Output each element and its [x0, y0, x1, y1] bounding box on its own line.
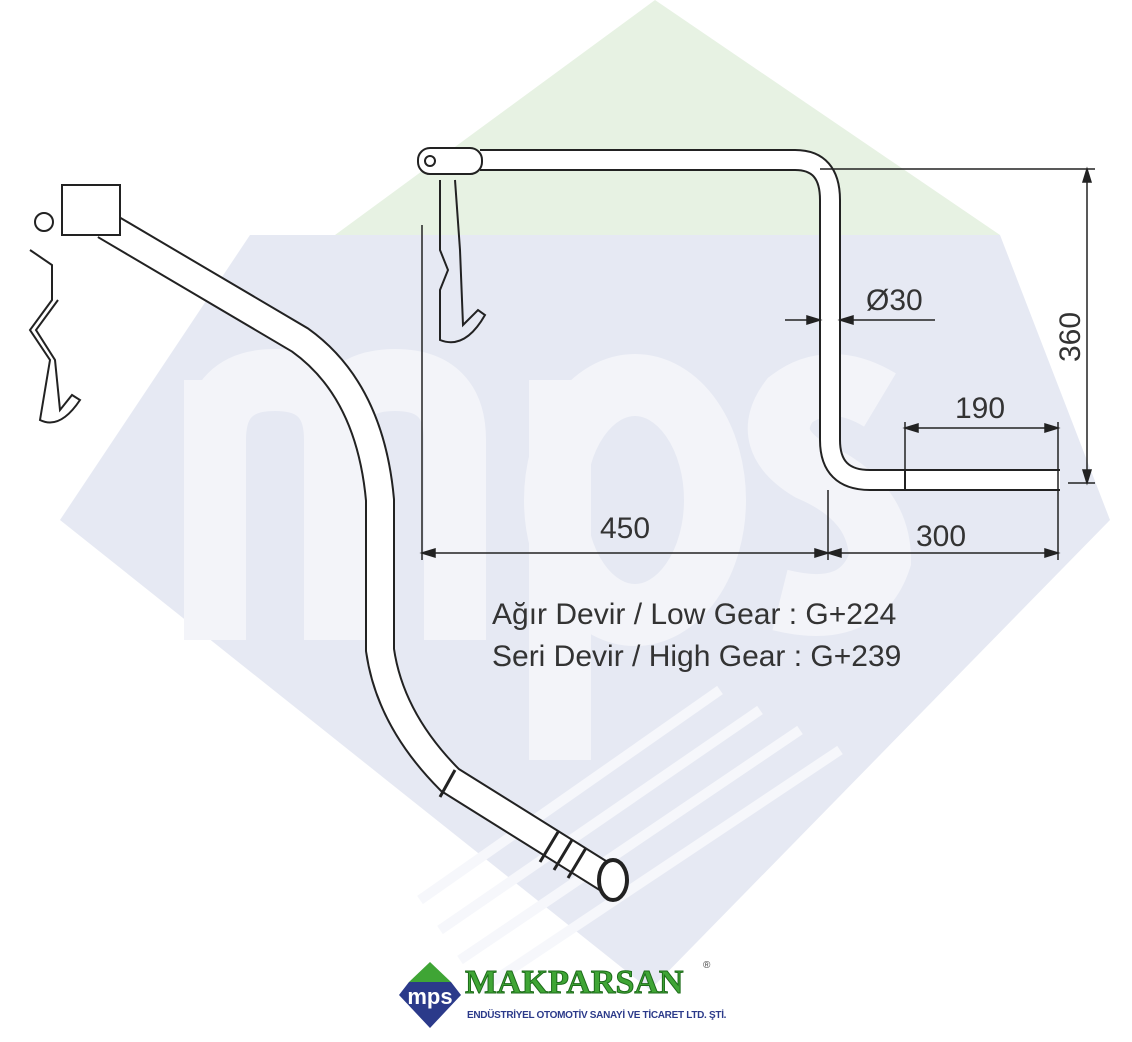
- company-logo: mps MAKPARSAN ® ENDÜSTRİYEL OTOMOTİV SAN…: [395, 960, 727, 1030]
- tip-length-label: 190: [955, 392, 1005, 425]
- logo-mark-text: mps: [407, 984, 452, 1009]
- low-gear-info: Ağır Devir / Low Gear : G+224: [492, 598, 897, 631]
- company-subtitle: ENDÜSTRİYEL OTOMOTİV SANAYİ VE TİCARET L…: [467, 1010, 727, 1021]
- watermark-logo: [60, 0, 1110, 995]
- diameter-label: Ø30: [866, 284, 923, 317]
- offset-length-label: 450: [600, 512, 650, 545]
- shift-lever-perspective: [28, 184, 629, 902]
- height-label: 360: [1054, 312, 1087, 362]
- high-gear-info: Seri Devir / High Gear : G+239: [492, 640, 902, 673]
- shift-lever-side-view: [417, 147, 1060, 491]
- registered-mark: ®: [703, 960, 711, 971]
- bottom-length-label: 300: [916, 520, 966, 553]
- mps-logo-mark: mps: [399, 962, 461, 1028]
- brand-name: MAKPARSAN: [464, 964, 684, 1002]
- dimension-lines: [419, 166, 1095, 560]
